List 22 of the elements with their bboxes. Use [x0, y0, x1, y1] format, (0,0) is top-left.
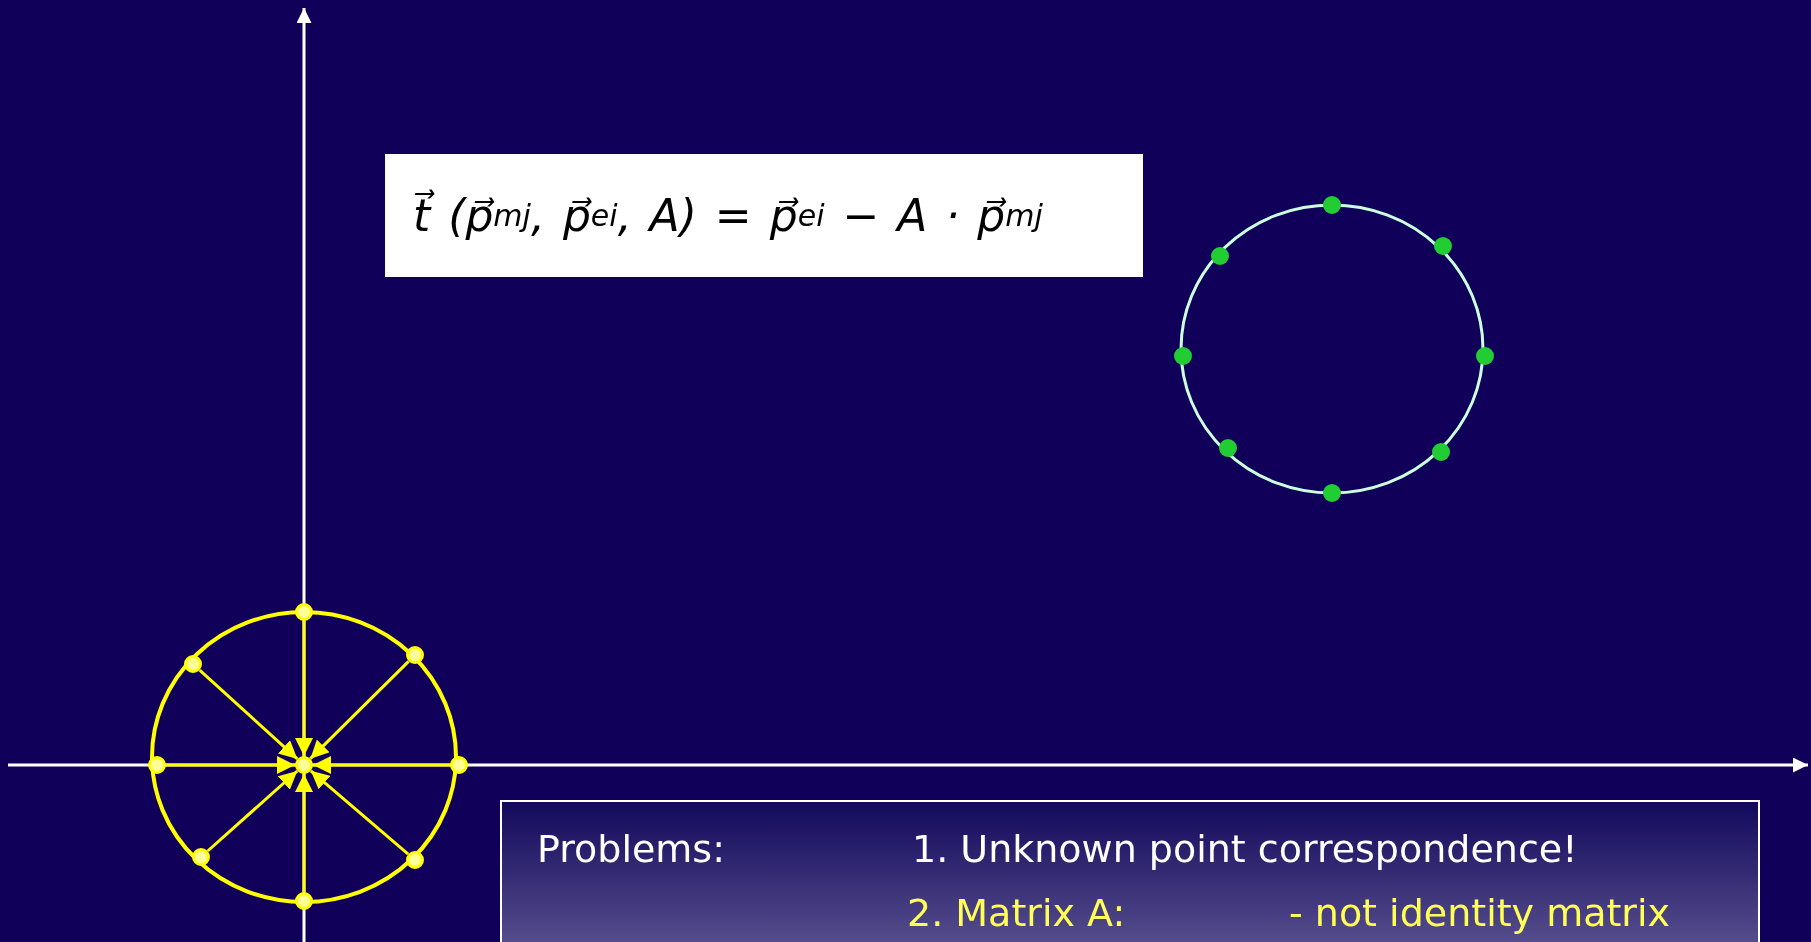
point-marker: [148, 756, 166, 774]
arrow: [309, 660, 410, 760]
list-item: 1. Unknown point correspondence!: [912, 830, 1578, 868]
point-marker: [406, 851, 424, 869]
arrow: [295, 774, 313, 892]
list-item: 2. Matrix A:: [907, 894, 1126, 932]
text-panel: [500, 800, 1760, 942]
arrow: [313, 756, 450, 774]
point-marker: [192, 848, 210, 866]
point-marker: [184, 655, 202, 673]
arrow: [206, 769, 299, 853]
arrow: [198, 668, 299, 761]
point-marker: [450, 756, 468, 774]
point-marker: [406, 646, 424, 664]
heading: Problems:: [537, 830, 725, 868]
arrow: [309, 769, 410, 856]
point-marker: [295, 603, 313, 621]
list-item: - not identity matrix: [1289, 894, 1671, 932]
point-marker: [295, 756, 313, 774]
point-marker: [295, 892, 313, 910]
arrow: [295, 621, 313, 756]
arrow: [166, 756, 295, 774]
